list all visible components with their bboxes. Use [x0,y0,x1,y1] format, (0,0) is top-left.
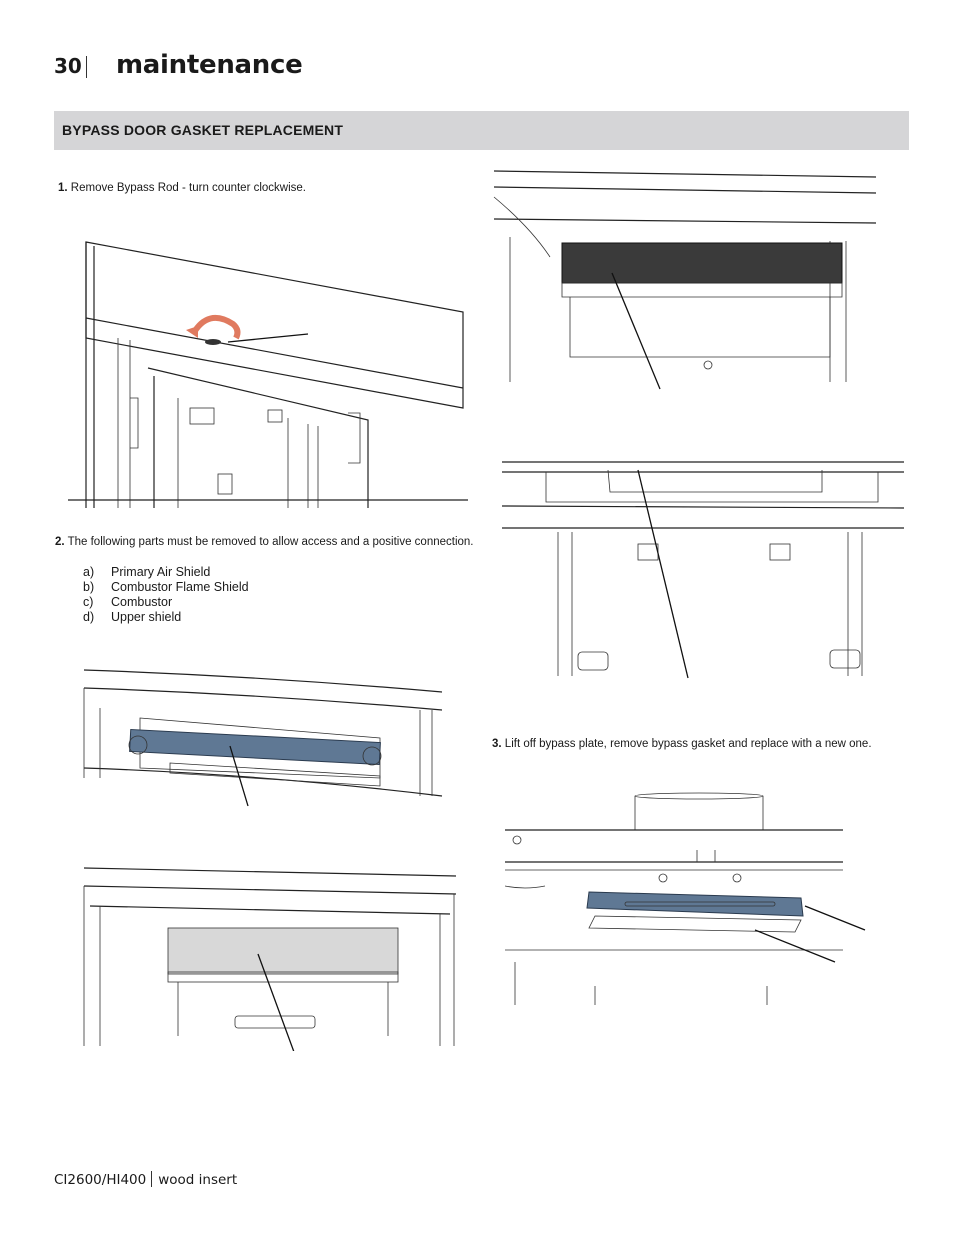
illustration-upper-shield [501,461,905,679]
header-divider [86,56,87,78]
step-2-text: 2. The following parts must be removed t… [55,535,474,549]
step-1-instruction: Remove Bypass Rod - turn counter clockwi… [70,182,307,194]
list-item: b)Combustor Flame Shield [83,580,249,594]
page-title: maintenance [116,50,303,80]
footer-model: CI2600/HI400 [54,1172,147,1188]
footer: CI2600/HI400 wood insert [54,1171,237,1188]
illustration-bypass-rod [68,241,468,508]
section-title: BYPASS DOOR GASKET REPLACEMENT [62,122,344,138]
footer-divider [151,1171,153,1187]
page-number: 30 [54,54,82,78]
section-header-bar [54,111,909,150]
illustration-combustor [493,170,877,390]
illustration-primary-air-shield [83,669,443,807]
list-item: d)Upper shield [83,610,182,624]
footer-product: wood insert [158,1172,238,1188]
illustration-bypass-plate [505,792,866,1005]
step-1-number: 1. [58,182,68,194]
parts-list: a)Primary Air Shield b)Combustor Flame S… [83,565,249,625]
step-3-text: 3. Lift off bypass plate, remove bypass … [492,737,872,751]
step-3-number: 3. [492,738,502,750]
step-2-instruction: The following parts must be removed to a… [67,536,474,548]
list-item: c)Combustor [83,595,173,609]
illustration-combustor-flame-shield [83,867,457,1051]
step-3-instruction: Lift off bypass plate, remove bypass gas… [504,738,872,750]
step-2-number: 2. [55,536,65,548]
step-1-text: 1. Remove Bypass Rod - turn counter cloc… [58,181,306,195]
list-item: a)Primary Air Shield [83,565,211,579]
